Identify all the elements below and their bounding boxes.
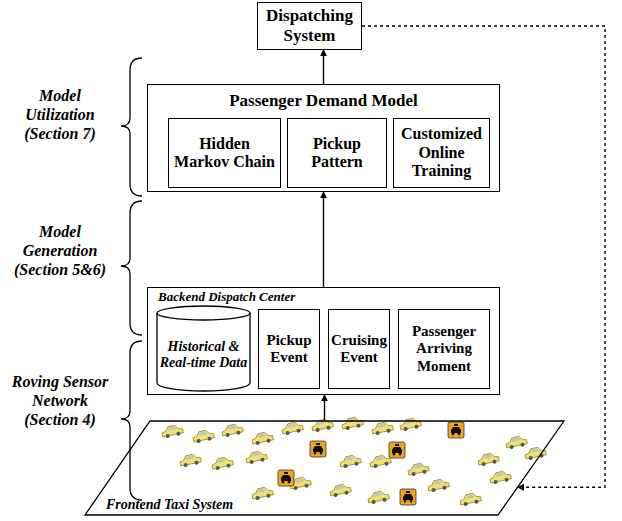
taxi-car: [477, 452, 500, 467]
taxi-car: [489, 470, 512, 485]
brace: [121, 201, 142, 335]
taxi-car: [459, 492, 482, 507]
section-braces: [121, 58, 142, 500]
taxi-icon: [310, 441, 326, 457]
taxi-car: [407, 462, 430, 477]
box-label: Customized Online Training: [396, 125, 487, 180]
taxi-car: [311, 418, 334, 433]
box-label: Pickup Event: [261, 332, 317, 367]
box-label: Dispatching System: [260, 6, 359, 45]
taxi-icon: [278, 470, 294, 486]
box-label: Historical & Real-time Data: [158, 339, 249, 371]
taxi-car: [179, 453, 202, 468]
section-label: Roving Sensor Network (Section 4): [8, 372, 112, 430]
section-label: Model Utilization (Section 7): [8, 86, 112, 144]
taxi-car: [371, 421, 394, 436]
taxi-plane: Frontend Taxi System: [84, 420, 565, 516]
taxi-car: [339, 454, 362, 469]
box-label: Pickup Pattern: [290, 135, 384, 172]
taxi-icon: [448, 422, 464, 438]
taxi-car: [281, 421, 304, 436]
flow-arrow: [324, 395, 325, 420]
box-heading: Frontend Taxi System: [106, 497, 233, 513]
brace: [121, 341, 142, 500]
taxi-car: [369, 454, 392, 469]
event-box: Cruising Event: [328, 309, 390, 389]
taxi-car: [329, 483, 352, 498]
section-label: Model Generation (Section 5&6): [8, 222, 112, 280]
backend-box: Backend Dispatch CenterHistorical & Real…: [147, 287, 500, 395]
box-label: Passenger Arriving Moment: [401, 323, 487, 375]
dispatch-box: Dispatching System: [257, 2, 362, 50]
brace: [121, 58, 142, 196]
taxi-icon: [389, 442, 405, 458]
taxi-car: [524, 446, 547, 461]
taxi-car: [341, 416, 364, 431]
taxi-car: [245, 450, 268, 465]
model-part-box: Hidden Markov Chain: [168, 118, 281, 188]
taxi-car: [211, 456, 234, 471]
taxi-car: [367, 490, 390, 505]
taxi-car: [161, 424, 184, 439]
flow-arrow: [323, 50, 324, 84]
taxi-fleet: [161, 416, 547, 507]
box-heading: Backend Dispatch Center: [158, 290, 295, 305]
taxi-car: [399, 417, 422, 432]
database-cylinder: Historical & Real-time Data: [156, 305, 251, 391]
flow-arrow: [323, 192, 324, 287]
box-heading: Passenger Demand Model: [148, 91, 499, 111]
taxi-car: [251, 431, 274, 446]
taxi-car: [251, 486, 274, 501]
box-label: Hidden Markov Chain: [171, 135, 278, 172]
model-part-box: Pickup Pattern: [287, 118, 387, 188]
taxi-car: [427, 478, 450, 493]
taxi-icon: [400, 489, 416, 505]
event-box: Pickup Event: [258, 309, 320, 389]
taxi-car: [505, 435, 528, 450]
model-box: Passenger Demand ModelHidden Markov Chai…: [147, 84, 500, 192]
event-box: Passenger Arriving Moment: [398, 309, 490, 389]
box-label: Cruising Event: [331, 332, 387, 367]
taxi-car: [221, 423, 244, 438]
taxi-car: [192, 429, 215, 444]
model-part-box: Customized Online Training: [393, 118, 490, 188]
